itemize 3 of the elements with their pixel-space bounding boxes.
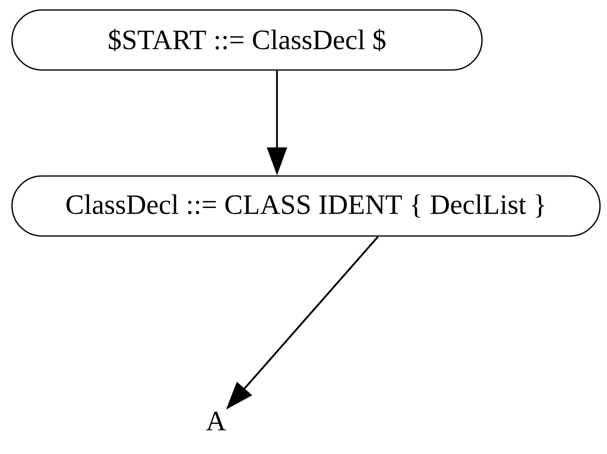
- process-box: $START ::= ClassDecl $: [11, 9, 483, 71]
- process-box: ClassDecl ::= CLASS IDENT { DeclList }: [11, 175, 601, 237]
- node-label: A: [206, 412, 226, 430]
